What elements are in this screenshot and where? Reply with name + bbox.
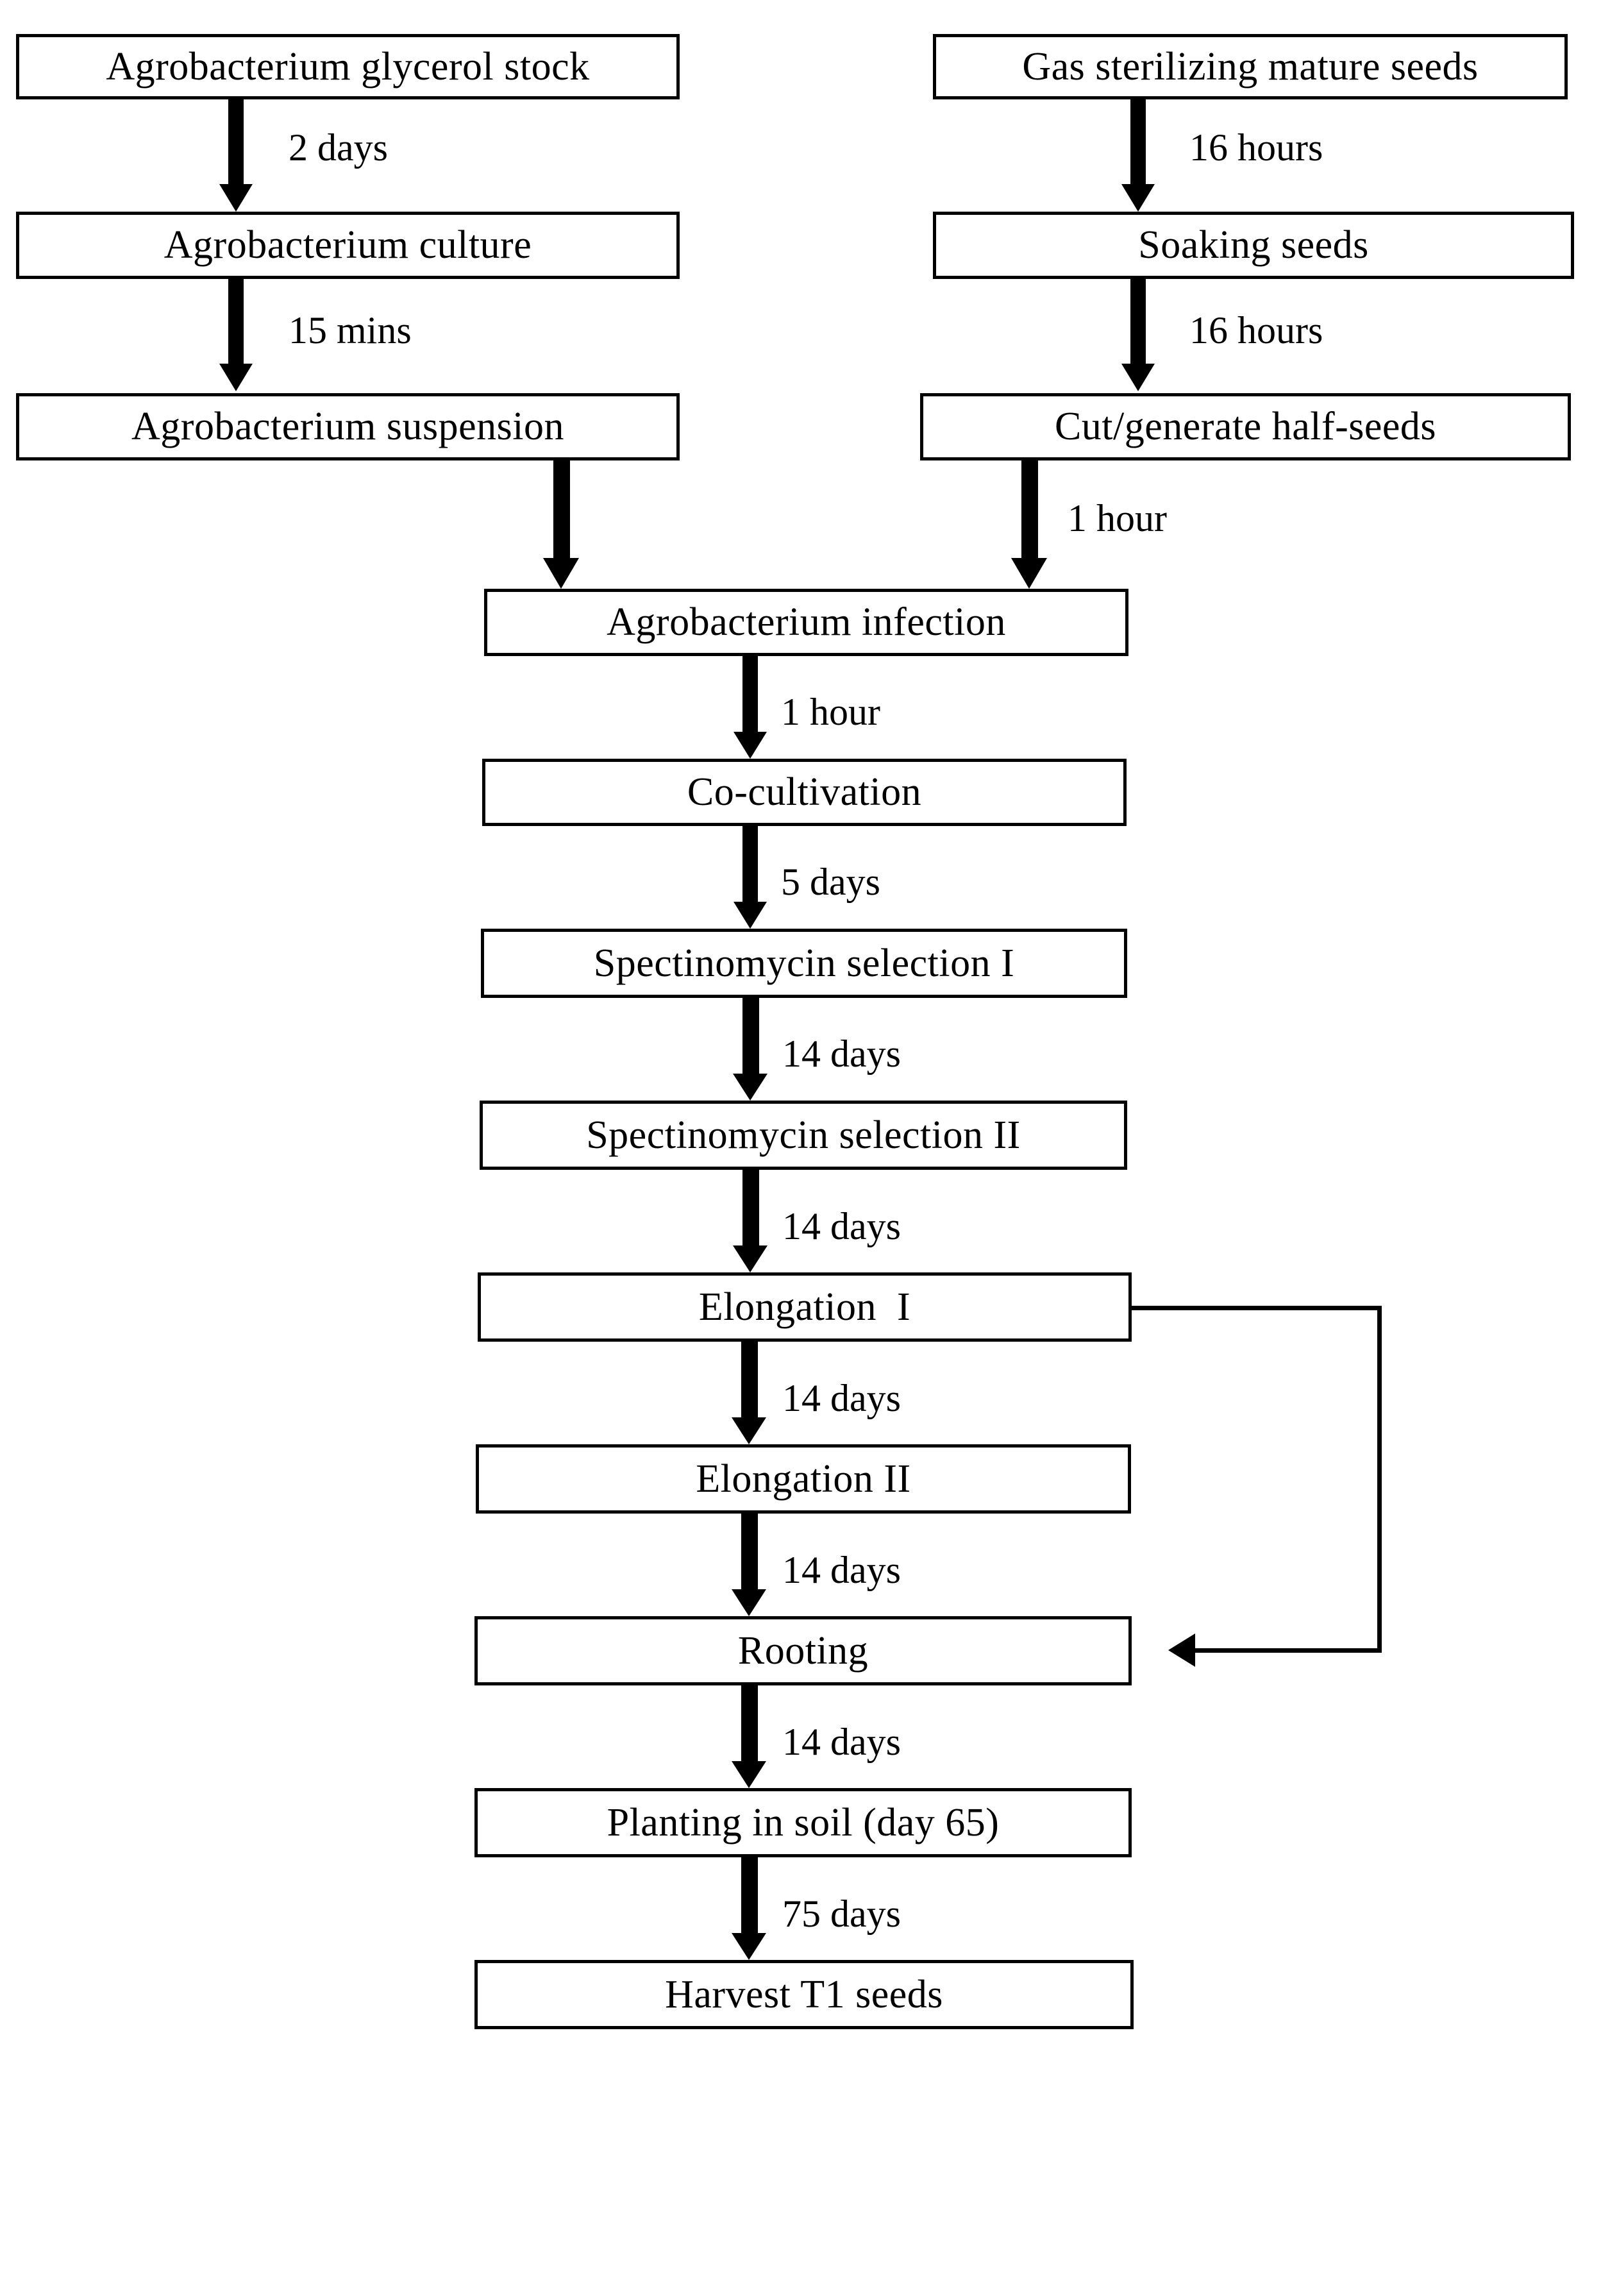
edge-label-75-days: 75 days: [782, 1893, 901, 1935]
node-spec-selection-1: Spectinomycin selection I: [481, 929, 1127, 998]
loopback-arrowhead-icon: [1168, 1633, 1195, 1667]
edge-label-16-hours-2: 16 hours: [1189, 309, 1323, 351]
arrow-suspension-to-infection: [543, 460, 579, 589]
node-label: Gas sterilizing mature seeds: [1022, 44, 1479, 89]
node-planting-in-soil: Planting in soil (day 65): [474, 1788, 1132, 1857]
arrow-spec2-to-elongation1: [733, 1170, 767, 1272]
arrow-planting-to-harvest: [732, 1857, 766, 1960]
edge-label-15-mins: 15 mins: [289, 309, 412, 351]
node-agro-suspension: Agrobacterium suspension: [16, 393, 680, 460]
arrow-stock-to-culture: [219, 99, 253, 212]
edge-label-1-hour-2: 1 hour: [781, 691, 880, 733]
arrow-rooting-to-planting: [732, 1685, 766, 1788]
edge-label-14-days-1: 14 days: [782, 1033, 901, 1075]
node-label: Agrobacterium infection: [607, 600, 1006, 645]
edge-label-2-days: 2 days: [289, 126, 388, 169]
node-label: Agrobacterium suspension: [131, 405, 564, 449]
node-label: Planting in soil (day 65): [607, 1800, 1000, 1844]
edge-label-14-days-5: 14 days: [782, 1721, 901, 1763]
node-harvest-t1-seeds: Harvest T1 seeds: [474, 1960, 1134, 2029]
edge-label-14-days-4: 14 days: [782, 1549, 901, 1591]
node-elongation-2: Elongation II: [476, 1444, 1131, 1514]
node-label: Agrobacterium glycerol stock: [106, 44, 590, 89]
node-soaking-seeds: Soaking seeds: [933, 212, 1574, 279]
arrow-cut-to-infection: [1011, 460, 1047, 589]
edge-label-14-days-3: 14 days: [782, 1377, 901, 1419]
node-label: Co-cultivation: [687, 770, 922, 815]
node-label: Elongation I: [698, 1285, 911, 1329]
node-gas-sterilizing-seeds: Gas sterilizing mature seeds: [933, 34, 1568, 99]
arrow-sterilizing-to-soaking: [1121, 99, 1155, 212]
node-label: Spectinomycin selection II: [586, 1113, 1021, 1157]
node-co-cultivation: Co-cultivation: [482, 759, 1127, 826]
node-rooting: Rooting: [474, 1616, 1132, 1685]
node-label: Cut/generate half-seeds: [1054, 405, 1437, 449]
arrow-elongation2-to-rooting: [732, 1514, 766, 1616]
node-agro-infection: Agrobacterium infection: [484, 589, 1128, 656]
edge-label-1-hour-1: 1 hour: [1068, 497, 1167, 539]
arrow-infection-to-cocultivation: [734, 656, 767, 759]
node-cut-half-seeds: Cut/generate half-seeds: [920, 393, 1571, 460]
node-spec-selection-2: Spectinomycin selection II: [480, 1101, 1127, 1170]
edge-label-5-days: 5 days: [781, 861, 880, 903]
loopback-segment-right: [1377, 1306, 1382, 1652]
node-agro-glycerol-stock: Agrobacterium glycerol stock: [16, 34, 680, 99]
edge-label-14-days-2: 14 days: [782, 1205, 901, 1247]
node-elongation-1: Elongation I: [478, 1272, 1132, 1342]
arrow-soaking-to-cut: [1121, 279, 1155, 391]
arrow-elongation1-to-elongation2: [732, 1342, 766, 1444]
node-label: Harvest T1 seeds: [665, 1972, 943, 2016]
loopback-segment-bottom: [1193, 1648, 1382, 1653]
node-label: Elongation II: [696, 1456, 911, 1501]
node-label: Soaking seeds: [1138, 223, 1369, 267]
node-label: Spectinomycin selection I: [593, 941, 1015, 985]
edge-label-16-hours-1: 16 hours: [1189, 126, 1323, 169]
arrow-spec1-to-spec2: [733, 998, 767, 1101]
node-agro-culture: Agrobacterium culture: [16, 212, 680, 279]
node-label: Agrobacterium culture: [164, 223, 532, 267]
arrow-cocultivation-to-spec1: [734, 826, 767, 929]
node-label: Rooting: [737, 1628, 869, 1673]
arrow-culture-to-suspension: [219, 279, 253, 391]
loopback-segment-top: [1130, 1306, 1382, 1310]
